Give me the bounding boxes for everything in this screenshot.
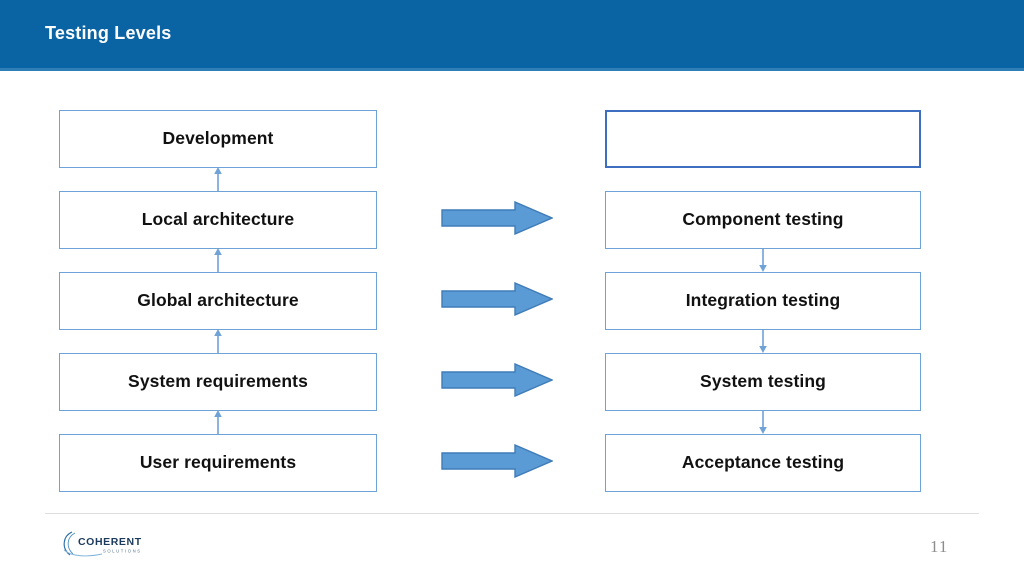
left-box-development[interactable]: Development — [59, 110, 377, 168]
logo-primary-text: COHERENT — [78, 536, 142, 548]
left-box-development-label: Development — [162, 128, 274, 149]
right-box-empty[interactable] — [605, 110, 921, 168]
block-arrow-right-icon-4 — [441, 444, 553, 478]
logo-secondary-text: SOLUTIONS — [103, 549, 142, 554]
arrow-up-icon-sysreq-to-global — [211, 329, 225, 353]
left-box-local-architecture-label: Local architecture — [141, 209, 295, 230]
block-arrow-right-icon-1 — [441, 201, 553, 235]
right-box-integration-testing[interactable]: Integration testing — [605, 272, 921, 330]
left-box-local-architecture[interactable]: Local architecture — [59, 191, 377, 249]
coherent-solutions-logo: COHERENT SOLUTIONS — [58, 530, 154, 558]
right-box-system-testing-label: System testing — [700, 371, 826, 392]
arrow-up-icon-userreq-to-sysreq — [211, 410, 225, 434]
left-box-system-requirements[interactable]: System requirements — [59, 353, 377, 411]
left-box-user-requirements-label: User requirements — [139, 452, 297, 473]
right-box-acceptance-testing[interactable]: Acceptance testing — [605, 434, 921, 492]
logo-swoosh-icon — [63, 531, 103, 557]
right-box-component-testing-label: Component testing — [682, 209, 844, 230]
arrow-down-icon-system-to-acceptance — [756, 410, 770, 434]
left-box-system-requirements-label: System requirements — [128, 371, 308, 392]
slide-header-bar — [0, 0, 1024, 70]
block-arrow-right-icon-3 — [441, 363, 553, 397]
right-box-component-testing[interactable]: Component testing — [605, 191, 921, 249]
arrow-up-icon-local-to-development — [211, 167, 225, 191]
arrow-down-icon-integration-to-system — [756, 329, 770, 353]
arrow-up-icon-global-to-local — [211, 248, 225, 272]
arrow-down-icon-component-to-integration — [756, 248, 770, 272]
page-number: 11 — [930, 537, 949, 556]
right-box-acceptance-testing-label: Acceptance testing — [681, 452, 845, 473]
page-title: Testing Levels — [45, 23, 172, 43]
left-box-user-requirements[interactable]: User requirements — [59, 434, 377, 492]
block-arrow-right-icon-2 — [441, 282, 553, 316]
footer-divider — [45, 513, 979, 514]
left-box-global-architecture[interactable]: Global architecture — [59, 272, 377, 330]
right-box-system-testing[interactable]: System testing — [605, 353, 921, 411]
header-underline — [0, 68, 1024, 71]
left-box-global-architecture-label: Global architecture — [137, 290, 299, 311]
right-box-integration-testing-label: Integration testing — [685, 290, 841, 311]
